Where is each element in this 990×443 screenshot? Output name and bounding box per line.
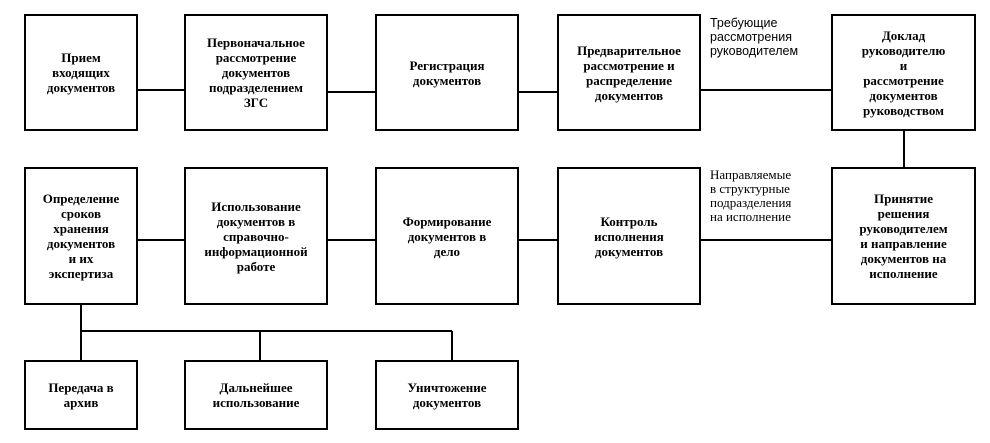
box-destruction: Уничтожение документов [375, 360, 519, 430]
box-preliminary-review: Предварительное рассмотрение и распредел… [557, 14, 701, 131]
box-execution-control: Контроль исполнения документов [557, 167, 701, 305]
box-further-use: Дальнейшее использование [184, 360, 328, 430]
note-sent-to-units: Направляемые в структурные подразделения… [710, 167, 792, 224]
box-decision: Принятие решения руководителем и направл… [831, 167, 976, 305]
box-report-to-head: Доклад руководителю и рассмотрение докум… [831, 14, 976, 131]
box-archive-transfer: Передача в архив [24, 360, 138, 430]
box-usage-reference: Использование документов в справочно- ин… [184, 167, 328, 305]
box-initial-review: Первоначальное рассмотрение документов п… [184, 14, 328, 131]
box-case-forming: Формирование документов в дело [375, 167, 519, 305]
box-storage-expertise: Определение сроков хранения документов и… [24, 167, 138, 305]
note-requiring-review: Требующие рассмотрения руководителем [710, 16, 799, 58]
box-registration: Регистрация документов [375, 14, 519, 131]
box-receive-documents: Прием входящих документов [24, 14, 138, 131]
